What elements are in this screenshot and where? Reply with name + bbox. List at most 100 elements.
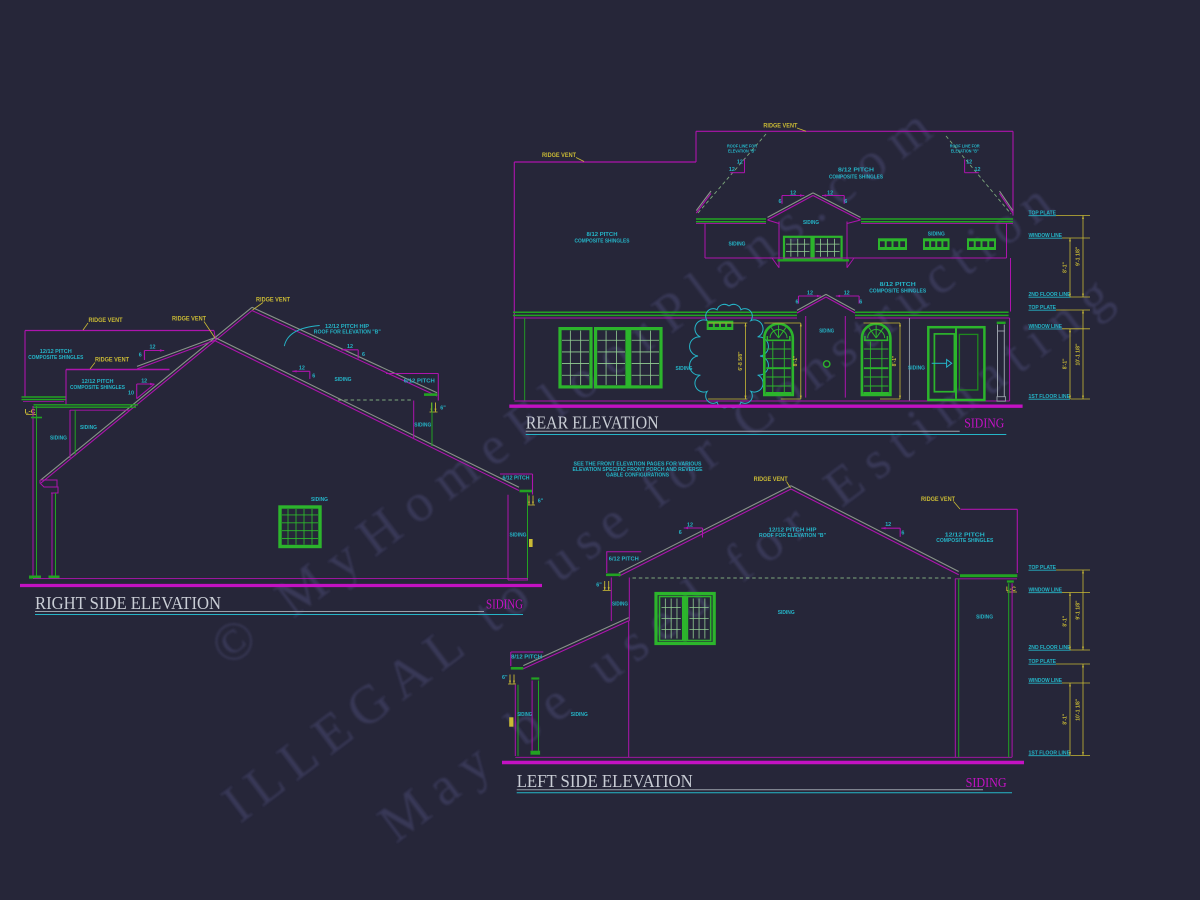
svg-text:SIDING: SIDING: [676, 366, 693, 372]
svg-text:RIGHT SIDE ELEVATION: RIGHT SIDE ELEVATION: [35, 593, 221, 613]
svg-text:12/12 PITCH: 12/12 PITCH: [82, 379, 114, 385]
svg-text:SIDING: SIDING: [510, 533, 527, 539]
svg-text:TOP PLATE: TOP PLATE: [1029, 565, 1057, 571]
svg-text:SIDING: SIDING: [976, 614, 993, 620]
svg-text:WINDOW LINE: WINDOW LINE: [1029, 678, 1063, 684]
svg-text:RIDGE VENT: RIDGE VENT: [754, 477, 788, 483]
svg-text:12/12 PITCH: 12/12 PITCH: [40, 349, 72, 355]
svg-text:COMPOSITE SHINGLES: COMPOSITE SHINGLES: [575, 238, 630, 244]
svg-text:10'-1 1/8": 10'-1 1/8": [1076, 698, 1082, 721]
svg-text:WINDOW LINE: WINDOW LINE: [1029, 233, 1063, 239]
svg-text:6: 6: [139, 353, 142, 359]
svg-text:RIDGE VENT: RIDGE VENT: [763, 124, 797, 130]
svg-text:L-C: L-C: [1006, 587, 1017, 593]
svg-text:1ST FLOOR LINE: 1ST FLOOR LINE: [1029, 394, 1071, 400]
svg-text:6/12 PITCH: 6/12 PITCH: [404, 378, 435, 384]
svg-text:2ND FLOOR LINE: 2ND FLOOR LINE: [1029, 292, 1072, 298]
svg-text:8'-1": 8'-1": [892, 355, 898, 366]
svg-text:6: 6: [844, 199, 847, 205]
svg-text:SIDING: SIDING: [80, 425, 97, 431]
svg-text:SIDING: SIDING: [964, 416, 1004, 431]
svg-text:2ND FLOOR LINE: 2ND FLOOR LINE: [1029, 645, 1072, 651]
svg-text:1ST FLOOR LINE: 1ST FLOOR LINE: [1029, 751, 1071, 757]
svg-text:8'-1": 8'-1": [1063, 358, 1069, 369]
svg-text:ELEVATION "B": ELEVATION "B": [951, 149, 979, 154]
svg-text:COMPOSITE SHINGLES: COMPOSITE SHINGLES: [936, 538, 993, 544]
svg-text:12: 12: [687, 523, 693, 529]
svg-text:REAR ELEVATION: REAR ELEVATION: [526, 412, 659, 432]
svg-text:SIDING: SIDING: [311, 497, 328, 503]
svg-text:COMPOSITE SHINGLES: COMPOSITE SHINGLES: [28, 355, 83, 361]
svg-text:6: 6: [312, 374, 315, 380]
svg-text:12: 12: [790, 190, 796, 196]
svg-text:RIDGE VENT: RIDGE VENT: [172, 317, 206, 323]
svg-text:12: 12: [827, 190, 833, 196]
svg-text:6: 6: [796, 299, 799, 305]
svg-text:12: 12: [150, 344, 156, 350]
svg-text:SIDING: SIDING: [928, 231, 945, 237]
svg-text:ROOF FOR ELEVATION "B": ROOF FOR ELEVATION "B": [759, 533, 826, 539]
svg-text:9'-1 1/8": 9'-1 1/8": [1076, 246, 1082, 266]
svg-text:6/12 PITCH: 6/12 PITCH: [609, 557, 639, 563]
svg-text:8'-1": 8'-1": [1063, 615, 1069, 626]
svg-text:COMPOSITE SHINGLES: COMPOSITE SHINGLES: [70, 385, 125, 391]
svg-text:SIDING: SIDING: [778, 610, 795, 616]
svg-text:SIDING: SIDING: [908, 365, 925, 371]
svg-text:TOP PLATE: TOP PLATE: [1029, 659, 1057, 665]
svg-text:SIDING: SIDING: [803, 220, 819, 226]
svg-text:12: 12: [807, 291, 813, 297]
svg-text:6: 6: [901, 530, 904, 536]
svg-text:TOP PLATE: TOP PLATE: [1029, 305, 1057, 311]
svg-text:RIDGE VENT: RIDGE VENT: [89, 318, 123, 324]
svg-text:SIDING: SIDING: [517, 712, 532, 718]
svg-text:12: 12: [966, 160, 972, 166]
svg-text:L-C: L-C: [25, 409, 36, 416]
svg-text:6'-8 5/8": 6'-8 5/8": [738, 351, 744, 371]
svg-text:RIDGE VENT: RIDGE VENT: [95, 358, 129, 364]
svg-text:SEE THE FRONT ELEVATION PAGES: SEE THE FRONT ELEVATION PAGES FOR VARIOU…: [574, 462, 702, 468]
svg-text:RIDGE VENT: RIDGE VENT: [921, 497, 955, 503]
svg-text:10: 10: [128, 391, 134, 397]
svg-text:WINDOW LINE: WINDOW LINE: [1029, 588, 1063, 594]
svg-text:SIDING: SIDING: [966, 775, 1007, 790]
svg-text:6": 6": [440, 406, 446, 412]
svg-text:8'-1": 8'-1": [793, 355, 799, 366]
svg-text:6: 6: [362, 352, 365, 358]
svg-text:6: 6: [679, 530, 682, 536]
svg-text:SIDING: SIDING: [50, 436, 67, 442]
svg-text:6": 6": [502, 675, 508, 681]
svg-text:12: 12: [729, 167, 735, 173]
svg-text:6: 6: [859, 299, 862, 305]
svg-text:SIDING: SIDING: [819, 329, 834, 335]
svg-text:8'-1": 8'-1": [1063, 261, 1069, 272]
svg-text:12: 12: [975, 167, 981, 173]
svg-text:COMPOSITE SHINGLES: COMPOSITE SHINGLES: [829, 174, 883, 180]
svg-text:8/12 PITCH: 8/12 PITCH: [587, 232, 618, 238]
svg-text:ROOF LINE FOR: ROOF LINE FOR: [950, 144, 981, 149]
svg-text:TOP PLATE: TOP PLATE: [1029, 211, 1057, 217]
svg-text:LEFT SIDE ELEVATION: LEFT SIDE ELEVATION: [517, 771, 693, 791]
svg-text:RIDGE VENT: RIDGE VENT: [542, 153, 576, 159]
svg-text:6": 6": [596, 583, 602, 589]
svg-text:12: 12: [885, 522, 891, 528]
svg-text:ROOF FOR ELEVATION "B": ROOF FOR ELEVATION "B": [314, 330, 381, 336]
svg-text:10'-1 1/8": 10'-1 1/8": [1076, 343, 1082, 366]
svg-text:GABLE CONFIGURATIONS: GABLE CONFIGURATIONS: [606, 473, 669, 479]
svg-text:8/12 PITCH: 8/12 PITCH: [838, 167, 874, 173]
svg-text:ELEVATION SPECIFIC FRONT PORCH: ELEVATION SPECIFIC FRONT PORCH AND REVER…: [573, 467, 703, 473]
svg-text:12: 12: [737, 160, 743, 166]
svg-text:12: 12: [299, 366, 305, 372]
svg-text:12: 12: [347, 344, 353, 350]
svg-text:RIDGE VENT: RIDGE VENT: [256, 298, 290, 304]
svg-text:COMPOSITE SHINGLES: COMPOSITE SHINGLES: [869, 288, 926, 294]
svg-text:SIDING: SIDING: [335, 377, 352, 383]
svg-text:12/12 PITCH HIP: 12/12 PITCH HIP: [325, 324, 369, 330]
svg-text:9'-1 1/8": 9'-1 1/8": [1076, 600, 1082, 620]
svg-text:12: 12: [844, 291, 850, 297]
svg-text:SIDING: SIDING: [729, 242, 746, 248]
svg-text:SIDING: SIDING: [612, 601, 628, 607]
svg-text:6: 6: [779, 199, 782, 205]
svg-text:8/12 PITCH: 8/12 PITCH: [511, 654, 542, 660]
svg-text:6/12 PITCH: 6/12 PITCH: [503, 475, 530, 481]
svg-text:SIDING: SIDING: [486, 597, 523, 612]
